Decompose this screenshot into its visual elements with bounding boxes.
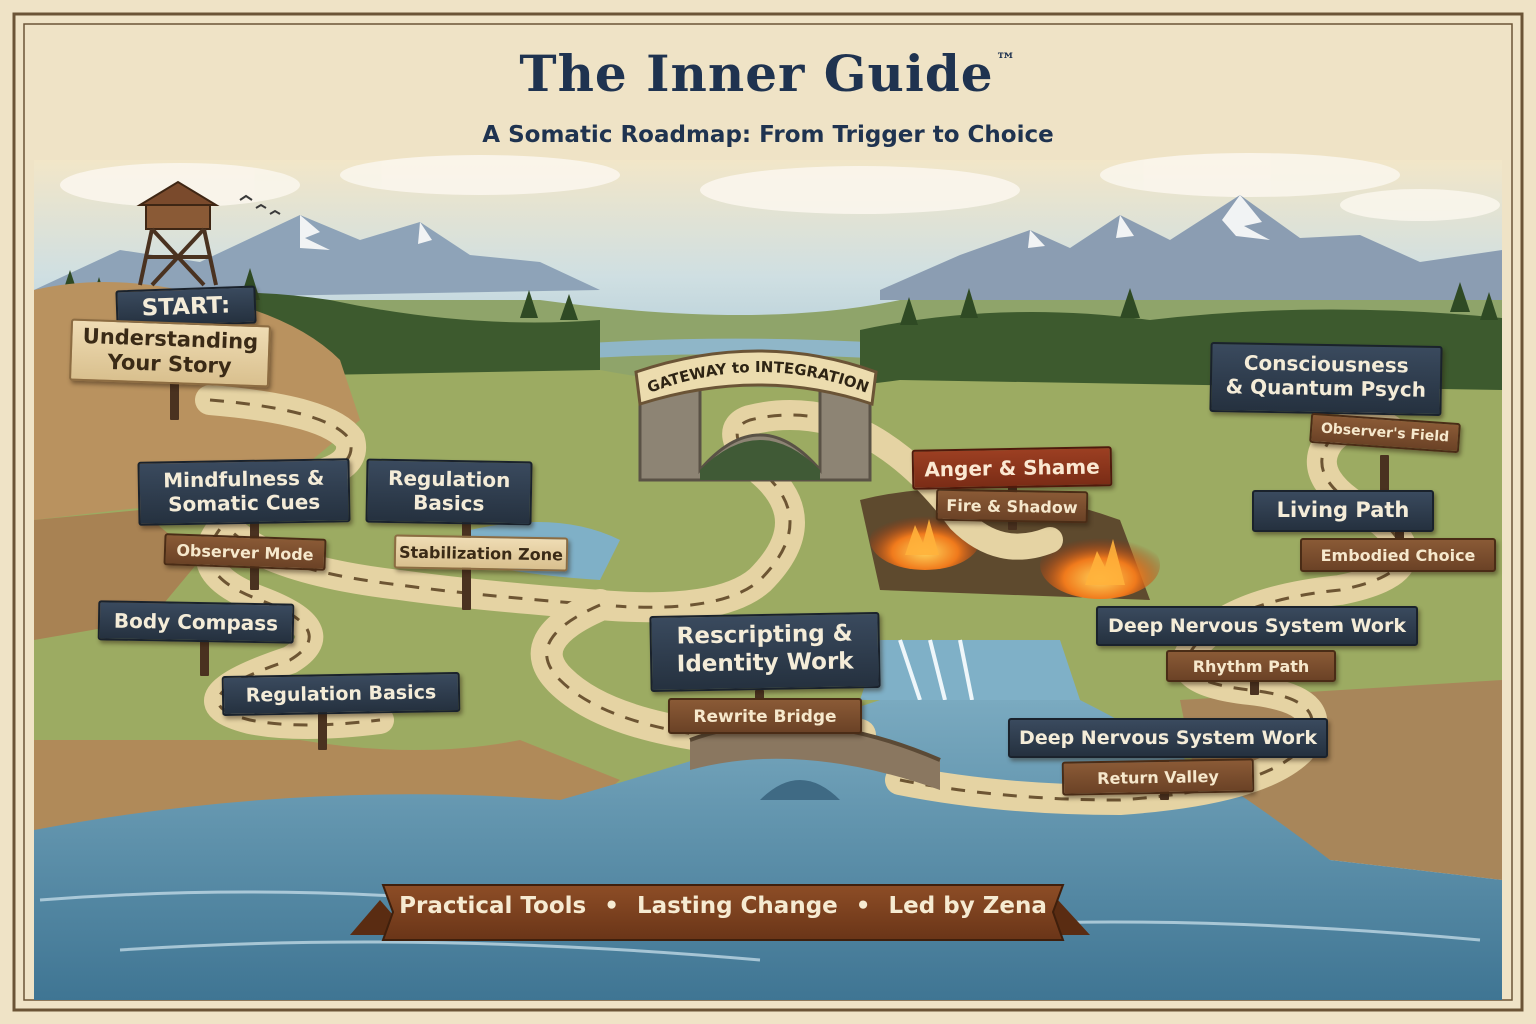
sign-observer-mode: Observer Mode [163,533,327,571]
footer-item-tools: Practical Tools [399,893,587,919]
sign-embodied-choice: Embodied Choice [1300,538,1496,572]
mindfulness-line-2: Somatic Cues [167,489,321,517]
footer-tagline: Practical Tools • Lasting Change • Led b… [383,893,1063,919]
deep-ns-upper-text: Deep Nervous System Work [1108,615,1406,637]
footer-item-change: Lasting Change [636,893,838,919]
embodied-choice-text: Embodied Choice [1320,546,1476,565]
observer-mode-text: Observer Mode [176,540,314,565]
sign-rescripting-identity-work: Rescripting & Identity Work [649,611,881,693]
sign-regulation-basics-upper: Regulation Basics [365,458,533,526]
footer-item-led-by: Led by Zena [888,893,1047,919]
regulation-upper-line-2: Basics [412,490,485,516]
sign-fire-shadow: Fire & Shadow [935,488,1089,524]
sign-rhythm-path: Rhythm Path [1166,650,1336,682]
sign-post [318,710,327,750]
footer-separator: • [604,893,619,919]
rescripting-line-1: Rescripting & [676,620,853,650]
deep-ns-lower-text: Deep Nervous System Work [1019,727,1317,749]
footer-separator: • [855,893,871,919]
rhythm-path-text: Rhythm Path [1192,657,1310,676]
sign-return-valley: Return Valley [1061,758,1255,796]
regulation-lower-text: Regulation Basics [245,681,437,707]
waterfall [898,639,974,701]
mindfulness-line-1: Mindfulness & [163,465,325,493]
outer-border [12,12,1524,1012]
sign-understanding-your-story: Understanding Your Story [68,318,272,388]
sign-rewrite-bridge: Rewrite Bridge [668,698,862,734]
sign-regulation-basics-lower: Regulation Basics [221,671,461,717]
fire-shadow-text: Fire & Shadow [946,495,1078,518]
observers-field-text: Observer's Field [1320,420,1450,446]
page-subtitle: A Somatic Roadmap: From Trigger to Choic… [482,122,1054,148]
sign-post [170,380,179,420]
mountains-right [880,195,1502,300]
sign-body-compass: Body Compass [97,600,295,644]
footer-ribbon [350,884,1090,941]
mountains-left [34,215,600,300]
rewrite-bridge-text: Rewrite Bridge [693,707,837,727]
rescripting-line-2: Identity Work [676,648,854,678]
lookout-tower [136,180,220,287]
stabilization-zone-text: Stabilization Zone [398,542,564,565]
living-path-text: Living Path [1276,498,1410,522]
consciousness-line-2: & Quantum Psych [1225,374,1427,402]
gateway-banner [634,349,878,407]
title-text: The Inner Guide [519,44,994,103]
sign-post [200,640,209,676]
regulation-upper-line-1: Regulation [387,465,511,493]
start-heading-text: START: [141,292,231,322]
sign-post [1380,455,1389,495]
return-valley-text: Return Valley [1097,766,1219,789]
sign-consciousness-quantum-psych: Consciousness & Quantum Psych [1209,341,1443,417]
birds [239,194,281,215]
sign-mindfulness-somatic-cues: Mindfulness & Somatic Cues [137,458,351,526]
body-compass-text: Body Compass [113,608,279,636]
trademark-mark: ™ [995,48,1017,72]
clouds [60,153,1500,221]
sign-anger-shame: Anger & Shame [911,446,1113,490]
anger-shame-text: Anger & Shame [924,454,1100,482]
sign-deep-nervous-system-work-lower: Deep Nervous System Work [1008,718,1328,758]
sign-stabilization-zone: Stabilization Zone [393,534,569,572]
sign-deep-nervous-system-work-upper: Deep Nervous System Work [1096,606,1418,646]
sign-living-path: Living Path [1252,490,1434,532]
stone-bridge [690,724,940,790]
